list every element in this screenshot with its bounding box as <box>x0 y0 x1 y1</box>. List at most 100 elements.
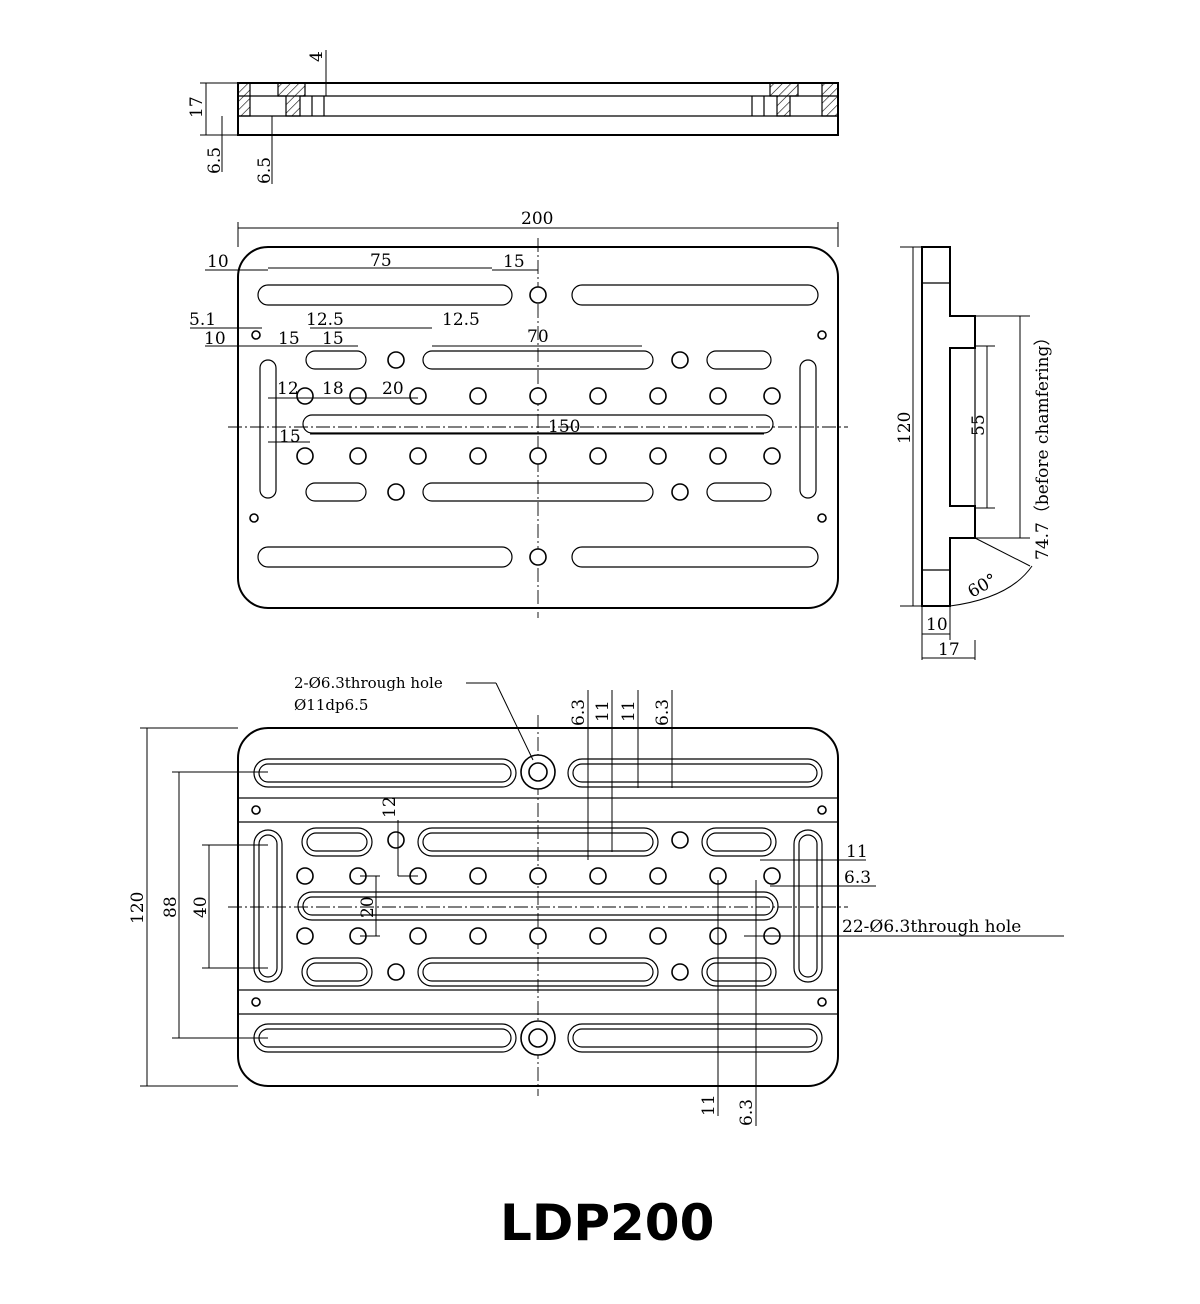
top-hole <box>763 387 781 405</box>
top-hole <box>387 483 405 501</box>
bottom-hole <box>296 867 314 885</box>
top-slot <box>571 284 819 306</box>
bottom-dim-top-d: 6.3 <box>653 699 673 726</box>
bottom-holes <box>251 805 827 1007</box>
bottom-hole <box>469 927 487 945</box>
top-hole <box>649 447 667 465</box>
bottom-slot <box>253 829 283 983</box>
note-counterbore: Ø11dp6.5 <box>294 696 368 714</box>
bottom-hole <box>589 927 607 945</box>
top-dim-row-pitch: 12 <box>277 379 299 399</box>
top-dim-col-pitch-b: 20 <box>382 379 404 399</box>
top-hole <box>709 447 727 465</box>
top-dim-center-slot: 70 <box>527 327 549 347</box>
top-dim-slot-gap: 15 <box>503 252 525 272</box>
top-hole <box>349 387 367 405</box>
section-dim-bottom-inner: 6.5 <box>255 157 275 184</box>
bottom-hole <box>671 831 689 849</box>
top-slot <box>305 350 367 370</box>
top-small-hole <box>817 513 827 523</box>
bottom-slot <box>417 957 659 987</box>
bottom-hole <box>529 927 547 945</box>
top-small-hole <box>817 330 827 340</box>
top-slot <box>571 546 819 568</box>
top-dim-long-slot: 150 <box>548 417 580 437</box>
bottom-hole <box>763 867 781 885</box>
bottom-dim-top-a: 6.3 <box>569 699 589 726</box>
side-dim-dovetail-full: 74.7（before chamfering） <box>1033 329 1053 560</box>
side-dim-thick-a: 10 <box>926 615 948 635</box>
bottom-dim-slot-inner: 40 <box>191 896 211 918</box>
top-slot <box>257 546 513 568</box>
top-slot <box>302 414 774 434</box>
bottom-dim-bot-a: 11 <box>699 1094 719 1116</box>
side-dim-dovetail: 55 <box>969 414 989 436</box>
bottom-dim-top-b: 11 <box>593 700 613 722</box>
bottom-slot <box>417 827 659 857</box>
bottom-slot-inner <box>572 1028 818 1048</box>
side-dim-height: 120 <box>895 412 915 444</box>
top-hole <box>763 447 781 465</box>
top-view: 200 10 75 15 5.1 10 15 12.5 15 12.5 70 1… <box>189 209 848 618</box>
top-dim-slot-short: 15 <box>322 329 344 349</box>
bottom-slot <box>253 1023 517 1053</box>
top-dim-long-slot-edge: 15 <box>279 427 301 447</box>
top-small-hole <box>249 513 259 523</box>
top-hole <box>589 447 607 465</box>
bottom-slot-inner <box>798 834 818 978</box>
bottom-hole <box>649 927 667 945</box>
top-slots <box>257 284 819 568</box>
bottom-slot-inner <box>572 763 818 783</box>
bottom-slot <box>567 758 823 788</box>
bottom-slot-inner <box>706 832 772 852</box>
bottom-slot-inner <box>302 896 774 916</box>
top-hole <box>349 447 367 465</box>
top-slot <box>706 350 772 370</box>
side-view: 120 55 74.7（before chamfering） 60° 10 17 <box>895 246 1053 660</box>
bottom-dim-bot-b: 6.3 <box>737 1099 757 1126</box>
top-slot <box>422 350 654 370</box>
bottom-slot-inner <box>258 1028 512 1048</box>
bottom-slot-inner <box>306 962 368 982</box>
bottom-hole <box>387 963 405 981</box>
top-hole <box>529 548 547 566</box>
top-dim-width: 200 <box>521 209 553 229</box>
bottom-hole <box>387 831 405 849</box>
bottom-dim-row-gap: 12 <box>380 796 400 818</box>
bottom-dim-height: 120 <box>128 892 148 924</box>
bottom-slot <box>567 1023 823 1053</box>
section-dim-top-step: 4 <box>307 51 327 62</box>
top-hole <box>296 387 314 405</box>
bottom-slot <box>701 827 777 857</box>
bottom-slot-inner <box>306 832 368 852</box>
top-dim-left-edge: 10 <box>207 252 229 272</box>
top-hole <box>296 447 314 465</box>
top-slot <box>305 482 367 502</box>
top-holes <box>249 286 827 566</box>
drawing-title: LDP200 <box>500 1194 714 1252</box>
note-two-holes: 2-Ø6.3through hole <box>294 674 443 692</box>
bottom-slot <box>793 829 823 983</box>
bottom-dim-right-a: 11 <box>846 842 868 862</box>
top-dim-hole-edge: 10 <box>204 329 226 349</box>
top-small-hole <box>251 330 261 340</box>
top-slot <box>799 359 817 499</box>
bottom-small-hole <box>251 997 261 1007</box>
bottom-dim-slot-span: 88 <box>161 896 181 918</box>
bottom-hole <box>469 867 487 885</box>
side-dim-thick-b: 17 <box>938 640 960 660</box>
top-dim-slot-length: 75 <box>370 251 392 271</box>
top-slot <box>706 482 772 502</box>
top-hole <box>469 447 487 465</box>
section-dim-height: 17 <box>187 96 207 118</box>
top-hole <box>529 286 547 304</box>
bottom-slot <box>701 957 777 987</box>
top-dim-hole-offset: 5.1 <box>189 310 216 330</box>
bottom-dim-top-c: 11 <box>619 700 639 722</box>
bottom-slot-inner <box>258 763 512 783</box>
bottom-hole <box>529 867 547 885</box>
top-dim-pitch-b: 12.5 <box>442 310 480 330</box>
top-hole <box>649 387 667 405</box>
top-slot <box>422 482 654 502</box>
